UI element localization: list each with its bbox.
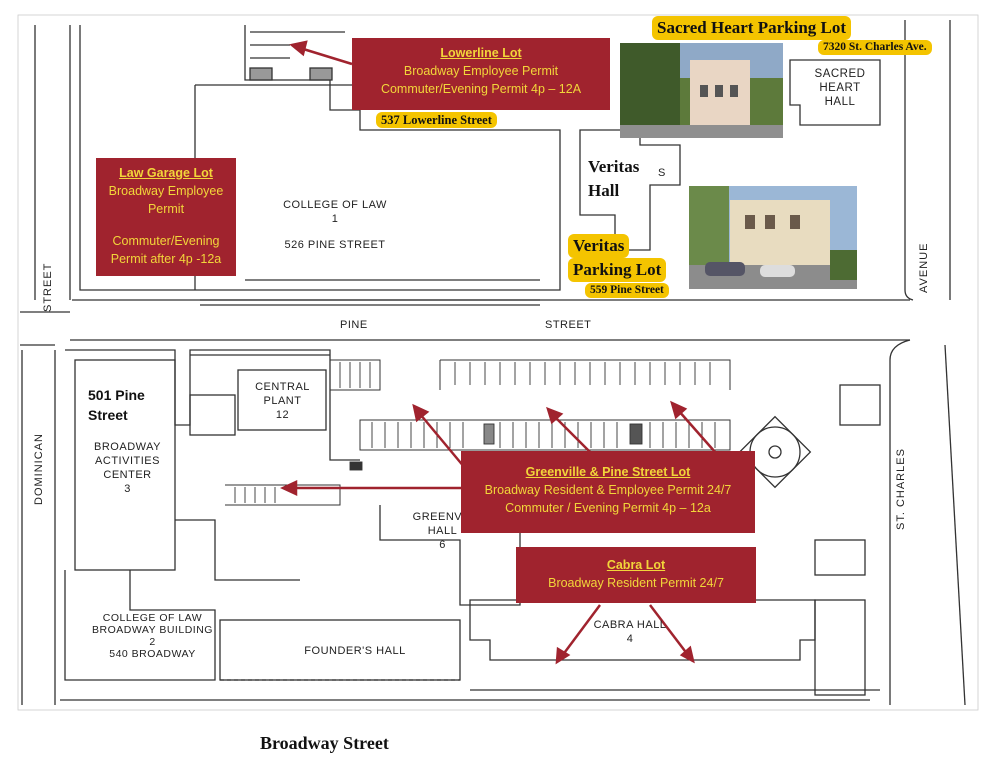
central-plant-line2: PLANT (263, 395, 302, 407)
central-plant-label: CENTRAL PLANT 12 (245, 380, 320, 422)
lowerline-lot-box: Lowerline Lot Broadway Employee Permit C… (352, 38, 610, 110)
pine-street-label-left: PINE (340, 319, 368, 331)
activities-number: 3 (124, 483, 131, 495)
broadway-street-label: Broadway Street (260, 733, 389, 753)
law-garage-lot-line3: Commuter/Evening (112, 234, 220, 248)
pine-501-line2: Street (88, 407, 128, 423)
street-label-left-vertical: STREET (42, 262, 54, 312)
college-of-law-address: 526 PINE STREET (284, 239, 386, 251)
central-plant-number: 12 (275, 409, 290, 421)
activities-line3: CENTER (103, 469, 152, 481)
law-garage-lot-line4: Permit after 4p -12a (110, 252, 222, 266)
activities-line2: ACTIVITIES (95, 455, 160, 467)
veritas-hall-line2: Hall (588, 181, 620, 200)
cabra-hall-name: CABRA HALL (593, 619, 667, 631)
activities-center-label: BROADWAY ACTIVITIES CENTER 3 (80, 440, 175, 496)
sacred-heart-address-tag: 7320 St. Charles Ave. (818, 40, 932, 55)
sacred-heart-lot-tag: Sacred Heart Parking Lot (652, 16, 852, 40)
lowerline-lot-line1: Broadway Employee Permit (403, 64, 559, 78)
law-garage-lot-line1: Broadway Employee (108, 184, 224, 198)
law-broadway-line1: COLLEGE OF LAW (102, 612, 203, 624)
sacred-heart-line1: SACRED (814, 68, 866, 80)
greenville-number: 6 (439, 539, 446, 551)
law-broadway-building-label: COLLEGE OF LAW BROADWAY BUILDING 2 540 B… (80, 612, 225, 660)
veritas-photo (689, 186, 857, 289)
veritas-lot-tag-line2: Parking Lot (568, 258, 667, 282)
lowerline-lot-title: Lowerline Lot (440, 46, 522, 60)
sacred-heart-line3: HALL (824, 96, 856, 108)
greenville-pine-lot-line2: Commuter / Evening Permit 4p – 12a (505, 501, 711, 515)
greenville-line2: HALL (427, 525, 458, 537)
activities-line1: BROADWAY (94, 441, 161, 453)
law-broadway-address: 540 BROADWAY (109, 648, 196, 660)
greenville-pine-lot-line1: Broadway Resident & Employee Permit 24/7 (484, 483, 732, 497)
law-garage-lot-title: Law Garage Lot (119, 166, 213, 180)
lowerline-address-tag: 537 Lowerline Street (376, 112, 497, 128)
pine-street-label-right: STREET (545, 319, 592, 331)
central-plant-line1: CENTRAL (255, 381, 310, 393)
veritas-address-tag: 559 Pine Street (585, 283, 669, 298)
cabra-lot-line1: Broadway Resident Permit 24/7 (548, 576, 724, 590)
sacred-heart-photo (620, 43, 783, 138)
cabra-hall-number: 4 (626, 633, 634, 645)
veritas-lot-tag-line1: Veritas (568, 234, 630, 258)
cabra-lot-box: Cabra Lot Broadway Resident Permit 24/7 (516, 547, 756, 603)
avenue-label: AVENUE (918, 242, 930, 293)
greenville-pine-lot-box: Greenville & Pine Street Lot Broadway Re… (461, 451, 755, 533)
veritas-hall-label: Veritas Hall (588, 155, 640, 203)
law-broadway-line2: BROADWAY BUILDING (92, 624, 213, 636)
greenville-pine-lot-title: Greenville & Pine Street Lot (525, 465, 691, 479)
sacred-heart-line2: HEART (819, 82, 861, 94)
pine-501-label: 501 Pine Street (88, 385, 145, 425)
pine-501-line1: 501 Pine (88, 387, 145, 403)
law-broadway-number: 2 (149, 636, 156, 648)
law-garage-lot-box: Law Garage Lot Broadway Employee Permit … (96, 158, 236, 276)
greenville-line1: GREENVIL (412, 511, 473, 523)
sacred-heart-hall-label: SACRED HEART HALL (800, 67, 880, 109)
veritas-hall-line1: Veritas (588, 157, 640, 176)
st-charles-label: ST. CHARLES (895, 448, 907, 530)
cabra-hall-label: CABRA HALL 4 (570, 618, 690, 646)
dominican-street-label: DOMINICAN (33, 433, 45, 505)
founders-hall-label: FOUNDER'S HALL (304, 645, 406, 657)
law-garage-lot-line2: Permit (147, 202, 185, 216)
college-of-law-number: 1 (331, 213, 339, 225)
lowerline-lot-line2: Commuter/Evening Permit 4p – 12A (380, 82, 582, 96)
veritas-building-letter: S (658, 167, 666, 179)
cabra-lot-title: Cabra Lot (606, 558, 666, 572)
college-of-law-name: COLLEGE OF LAW (283, 199, 387, 211)
greenville-hall-label: GREENVIL HALL 6 (405, 510, 480, 552)
college-of-law-label: COLLEGE OF LAW 1 526 PINE STREET (255, 198, 415, 252)
